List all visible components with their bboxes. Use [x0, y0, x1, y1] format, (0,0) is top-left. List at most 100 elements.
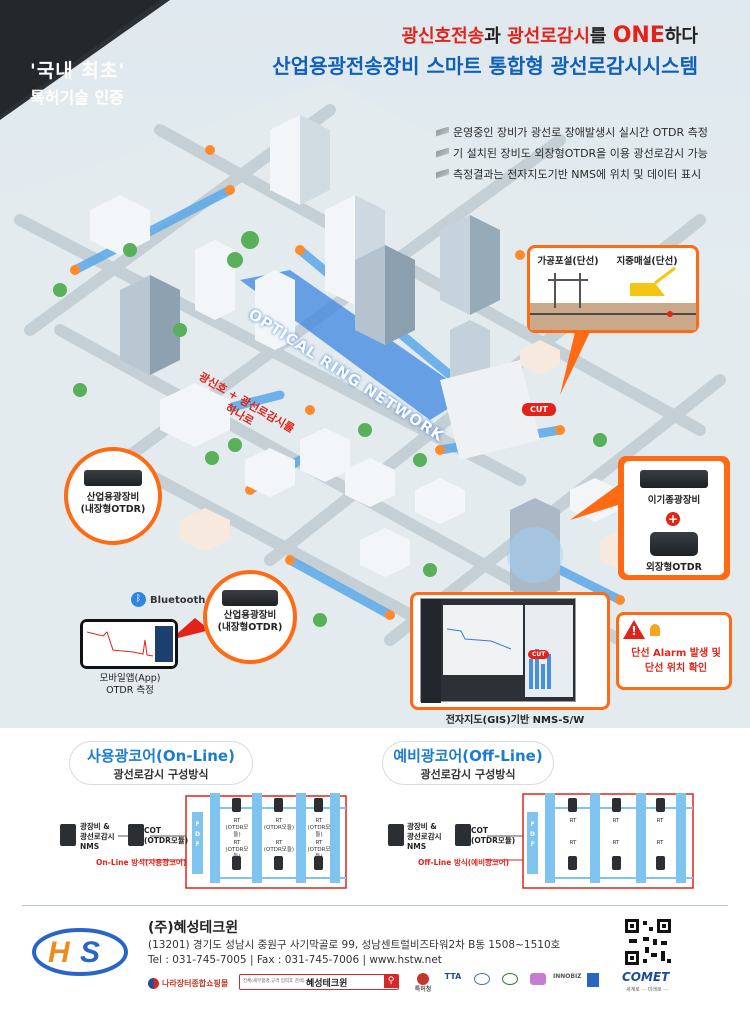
rt-device-icon	[656, 856, 665, 870]
comet-slogan: 세계로 ··· 미래로 ···	[626, 987, 668, 993]
bullet-icon	[436, 168, 449, 179]
rt-label: RT	[656, 818, 664, 824]
rt-label: RT(OTDR모듈)	[307, 818, 331, 838]
search-icon[interactable]: ⚲	[384, 975, 398, 988]
company-address: (13201) 경기도 성남시 중원구 사기막골로 99, 성남센트럴비즈타워2…	[148, 939, 561, 951]
external-otdr-label: 외장형OTDR	[646, 562, 702, 573]
aerial-label: 가공포설(단선)	[537, 256, 599, 267]
qr-code[interactable]	[623, 917, 673, 967]
device1-label: 산업용광장비(내장형OTDR)	[80, 492, 146, 515]
cert-badge-icon	[585, 973, 601, 991]
online-method-label: On-Line 방식(사용광코어)	[96, 858, 187, 867]
nara-market-logo[interactable]: 나라장터종합쇼핑몰	[148, 978, 228, 989]
otdr-trace-graph	[86, 626, 173, 662]
headline-eul: 를	[589, 26, 613, 47]
cert-kipo-icon: 특허청	[412, 973, 434, 993]
headline-monitoring: 광선로감시	[507, 26, 590, 47]
legacy-device-label: 이기종광장비	[647, 495, 701, 506]
rt-device-icon	[568, 856, 577, 870]
plus-icon: +	[666, 512, 680, 526]
rt-device-icon	[612, 856, 621, 870]
online-cot-label: COT(OTDR모듈)	[144, 826, 189, 845]
headline-line2: 산업용광전송장비 스마트 통합형 광선로감시시스템	[272, 54, 698, 78]
offline-title-pill: 예비광코어(Off-Line) 광선로감시 구성방식	[383, 742, 553, 784]
search-value[interactable]: 혜성테크윈	[306, 979, 348, 989]
online-fiber-col	[252, 793, 262, 883]
mobile-phone	[80, 619, 178, 669]
rt-device-icon	[274, 856, 283, 870]
badge-first-label: '국내 최초'	[30, 60, 126, 82]
feature-item: 측정결과는 전자지도기반 NMS에 위치 및 데이터 표시	[436, 163, 708, 184]
rt-label: RT(OTDR모듈)	[225, 840, 249, 860]
offline-cot-label: COT(OTDR모듈)	[471, 826, 516, 845]
rt-device-icon	[314, 798, 323, 812]
feature-item: 운영중인 장비가 광선로 장애발생시 실시간 OTDR 측정	[436, 121, 708, 142]
corner-badge-bg	[0, 0, 170, 120]
online-fiber-col	[330, 793, 340, 883]
rt-label: RT(OTDR모듈)	[263, 840, 295, 853]
market-search-bar[interactable]: 전체(세부품명,규격 입력후 검색) 혜성테크윈 ⚲	[239, 974, 399, 990]
headline-and: 과	[484, 26, 508, 47]
external-otdr-icon	[650, 532, 698, 556]
offline-subtitle: 광선로감시 구성방식	[420, 768, 516, 781]
online-title: 사용광코어(On-Line)	[87, 747, 235, 765]
cut-tag: CUT	[522, 403, 556, 416]
cot-device-icon	[455, 824, 471, 846]
feature-item: 기 설치된 장비도 외장형OTDR을 이용 광선로감시 가능	[436, 142, 708, 163]
rt-device-icon	[568, 798, 577, 812]
rt-device-icon	[656, 798, 665, 812]
rt-device-icon	[314, 856, 323, 870]
alarm-bell-icon	[650, 624, 660, 636]
cert-badge-icon	[472, 973, 492, 991]
headline-line1: 광신호전송과 광선로감시를 ONE하다	[401, 22, 698, 48]
hs-company-logo: H S	[32, 928, 128, 976]
badge-patent-label: 특허기술 인증	[30, 88, 124, 107]
cert-innobiz-icon: INNOBIZ	[553, 973, 582, 980]
nms-caption: 전자지도(GIS)기반 NMS-S/W	[445, 715, 585, 726]
industrial-device-icon	[84, 470, 142, 486]
rt-label: RT	[612, 840, 620, 846]
nms-server-icon	[60, 824, 76, 846]
search-placeholder: 전체(세부품명,규격 입력후 검색)	[243, 979, 305, 984]
online-diagram	[118, 795, 347, 889]
market-emblem-icon	[148, 978, 159, 989]
offline-title: 예비광코어(Off-Line)	[393, 747, 543, 765]
rt-label: RT	[612, 818, 620, 824]
online-title-pill: 사용광코어(On-Line) 광선로감시 구성방식	[70, 742, 252, 784]
rt-device-icon	[232, 856, 241, 870]
cable-callout	[527, 245, 699, 333]
online-fiber-col	[210, 793, 220, 883]
footer-divider	[22, 905, 728, 906]
svg-text:H: H	[48, 936, 71, 969]
company-contact: Tel : 031-745-7005 | Fax : 031-745-7006 …	[148, 954, 442, 966]
rt-device-icon	[274, 798, 283, 812]
online-fiber-col	[296, 793, 306, 883]
comet-brand: COMET	[622, 970, 670, 984]
nms-cut-tag: CUT	[528, 650, 550, 659]
phone-screen	[83, 622, 175, 666]
bullet-icon	[436, 126, 449, 137]
rt-label: RT(OTDR모듈)	[263, 818, 295, 831]
legacy-device-icon	[640, 470, 708, 488]
rt-label: RT(OTDR모듈)	[307, 840, 331, 860]
offline-fiber-col	[636, 793, 646, 883]
nms-screen	[420, 598, 576, 703]
rt-label: RT	[656, 840, 664, 846]
cert-badge-icon	[500, 973, 520, 991]
online-subtitle: 광선로감시 구성방식	[113, 768, 209, 781]
nms-ui-illustration	[421, 599, 573, 703]
headline-signal: 광신호전송	[401, 26, 485, 47]
offline-fiber-col	[676, 793, 686, 883]
rt-device-icon	[612, 798, 621, 812]
cot-device-icon	[128, 824, 144, 846]
rt-label: RT	[569, 840, 577, 846]
device-callout-1	[64, 447, 162, 545]
svg-text:S: S	[80, 936, 100, 969]
device2-label: 산업용광장비(내장형OTDR)	[217, 610, 283, 633]
rt-label: RT(OTDR모듈)	[225, 818, 249, 838]
cert-tta-icon: TTA	[444, 972, 462, 981]
online-fdf: F D F	[192, 812, 203, 874]
nms-server-icon	[388, 824, 404, 846]
rt-label: RT	[569, 818, 577, 824]
